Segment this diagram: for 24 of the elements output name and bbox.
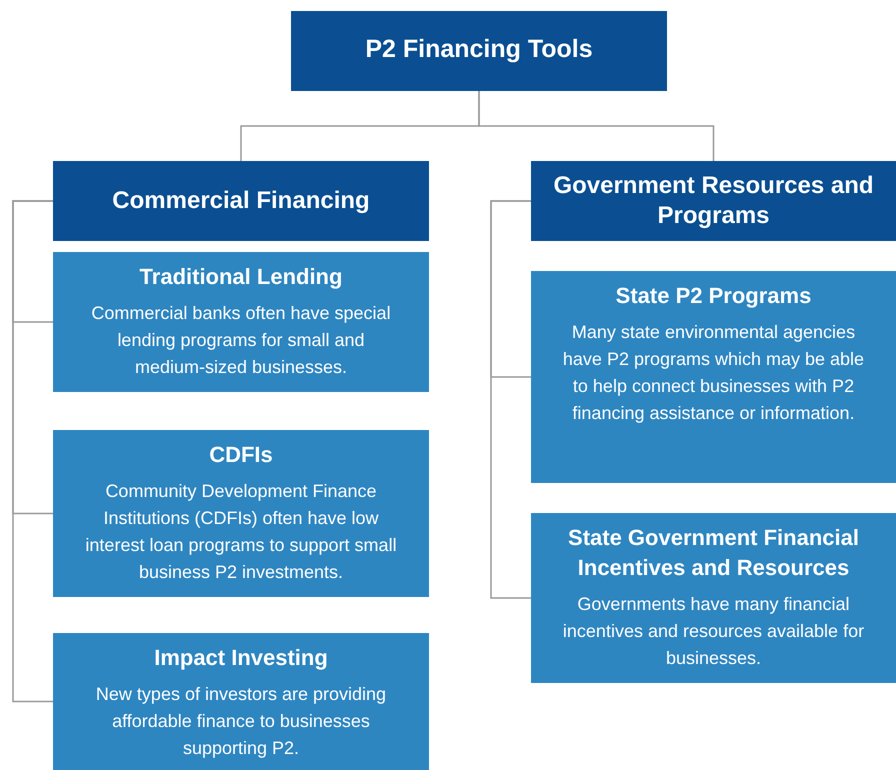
box-heading: P2 Financing Tools [365, 34, 593, 64]
info-box [53, 252, 429, 392]
box-heading: Commercial Financing [112, 186, 370, 216]
connector-line [478, 91, 714, 161]
box-description: Commercial banks often have special lending programs for small and medium-sized businesses. [90, 302, 392, 379]
box-description: Community Development Finance Institutions (CDFIs) often have low interest loan programs to support small business P2 investments. [84, 480, 398, 584]
connector-line [12, 200, 53, 702]
box-description: Governments have many financial incentives and resources available for businesses. [562, 593, 866, 670]
info-box [531, 513, 896, 683]
info-box [53, 430, 429, 597]
connector-line [490, 200, 531, 599]
category-box [53, 161, 429, 241]
box-heading: Impact Investing [154, 644, 328, 672]
box-description: Many state environmental agencies have P2 programs which may be able to help connect businesses with P2 financing assistance or information. [562, 321, 866, 425]
info-box [53, 633, 429, 770]
box-heading: State P2 Programs [616, 282, 812, 310]
box-description: New types of investors are providing affordable finance to businesses supporting P2. [94, 683, 388, 760]
box-heading: State Government Financial Incentives and Resources [567, 524, 860, 582]
box-heading: Government Resources and Programs [552, 171, 875, 231]
box-heading: CDFIs [209, 441, 273, 469]
box-heading: Traditional Lending [140, 263, 342, 291]
category-box [291, 11, 667, 91]
info-box [531, 271, 896, 483]
category-box [531, 161, 896, 241]
